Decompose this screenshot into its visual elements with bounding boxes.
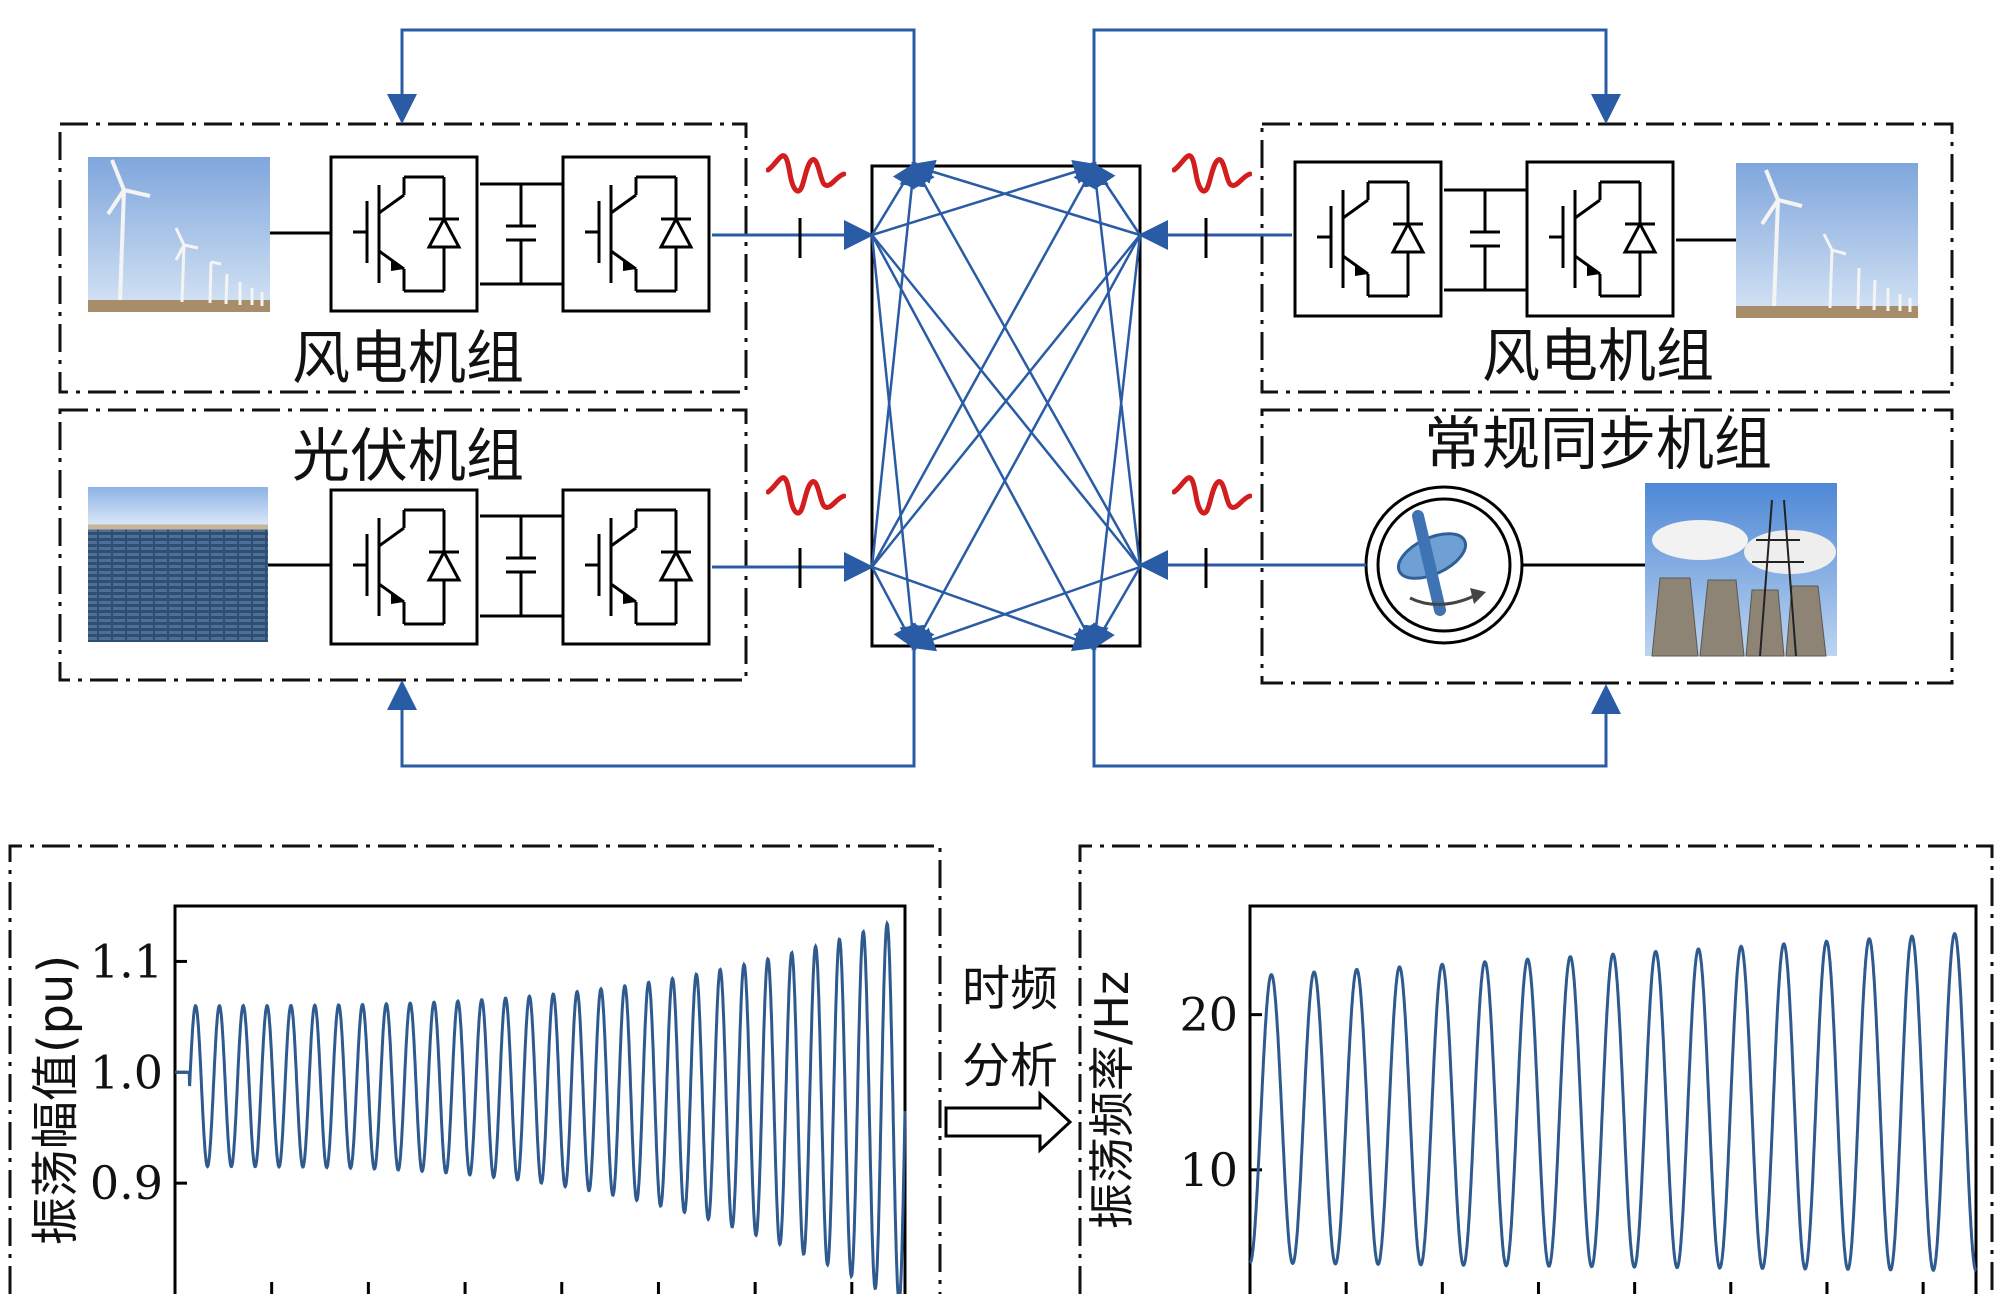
mesh-link xyxy=(870,161,1097,568)
converter-icon xyxy=(1293,160,1443,318)
feedback-loops xyxy=(387,28,1621,768)
double-arrow-icon xyxy=(944,1090,1073,1154)
group-box-wind-right xyxy=(1260,122,1954,394)
mesh-link xyxy=(1083,234,1142,651)
x-ticks-frequency xyxy=(1344,1282,1925,1294)
label-analysis-bottom: 分析 xyxy=(962,1038,1058,1094)
y-tick-label: 1.1 xyxy=(90,934,163,988)
synchronous-generator-icon xyxy=(1364,485,1524,645)
oscillation-disturbance-icon xyxy=(1174,478,1250,513)
oscillation-disturbance-icon xyxy=(1174,156,1250,191)
label-sync: 常规同步机组 xyxy=(1424,410,1772,478)
mesh-link xyxy=(870,234,1097,651)
oscillation-disturbance-icon xyxy=(768,156,844,191)
mesh-link xyxy=(871,234,1141,568)
label-wind-right: 风电机组 xyxy=(1482,322,1714,390)
label-wind-left: 风电机组 xyxy=(292,324,524,392)
converter-icon xyxy=(561,488,711,646)
chart-panel-left xyxy=(8,844,942,1294)
wind-farm-photo xyxy=(88,157,270,312)
x-ticks-amplitude xyxy=(270,1282,854,1294)
input-arrows xyxy=(712,220,1366,582)
series-line-amplitude xyxy=(175,919,907,1294)
y-ticks-amplitude: 1.1 1.0 0.9 xyxy=(90,934,187,1210)
chart-panel-right xyxy=(1078,844,1994,1294)
y-tick-label: 1.0 xyxy=(90,1045,163,1099)
y-tick-label: 10 xyxy=(1179,1143,1238,1197)
interaction-mesh xyxy=(870,159,1142,652)
mesh-link xyxy=(870,234,925,651)
converter-icon xyxy=(1525,160,1675,318)
mesh-link xyxy=(1083,161,1142,568)
label-analysis-top: 时频 xyxy=(962,961,1058,1017)
mesh-link xyxy=(871,565,1099,652)
group-box-sync xyxy=(1260,408,1954,685)
mesh-link xyxy=(1091,566,1142,651)
mesh-link xyxy=(911,234,1142,651)
group-box-pv xyxy=(58,408,748,682)
group-box-wind-left xyxy=(58,122,748,394)
mesh-link xyxy=(870,566,917,651)
converter-icon xyxy=(561,155,711,313)
measurement-ticks xyxy=(798,218,1208,588)
mesh-link xyxy=(870,161,925,568)
wind-farm-photo xyxy=(1736,163,1918,318)
plot-area-frequency xyxy=(1248,904,1978,1294)
converter-icon xyxy=(329,488,479,646)
mesh-link xyxy=(911,161,1142,568)
power-plant-photo xyxy=(1645,483,1837,657)
network-matrix-box xyxy=(870,164,1142,648)
oscillation-disturbance-icon xyxy=(768,478,844,513)
dc-link-capacitor xyxy=(480,514,562,618)
dc-link-capacitor xyxy=(1444,188,1526,292)
dc-link-capacitor xyxy=(480,182,562,286)
label-pv: 光伏机组 xyxy=(292,422,524,490)
series-line-frequency xyxy=(1249,932,1978,1273)
solar-farm-photo xyxy=(88,487,268,642)
y-tick-label: 0.9 xyxy=(90,1156,163,1210)
y-axis-label-frequency: 振荡频率/Hz xyxy=(1085,971,1139,1229)
mesh-link xyxy=(909,159,1141,237)
mesh-link xyxy=(909,565,1141,652)
y-axis-label-amplitude: 振荡幅值(pu) xyxy=(28,955,84,1245)
converter-icon xyxy=(329,155,479,313)
y-tick-label: 20 xyxy=(1179,988,1238,1042)
